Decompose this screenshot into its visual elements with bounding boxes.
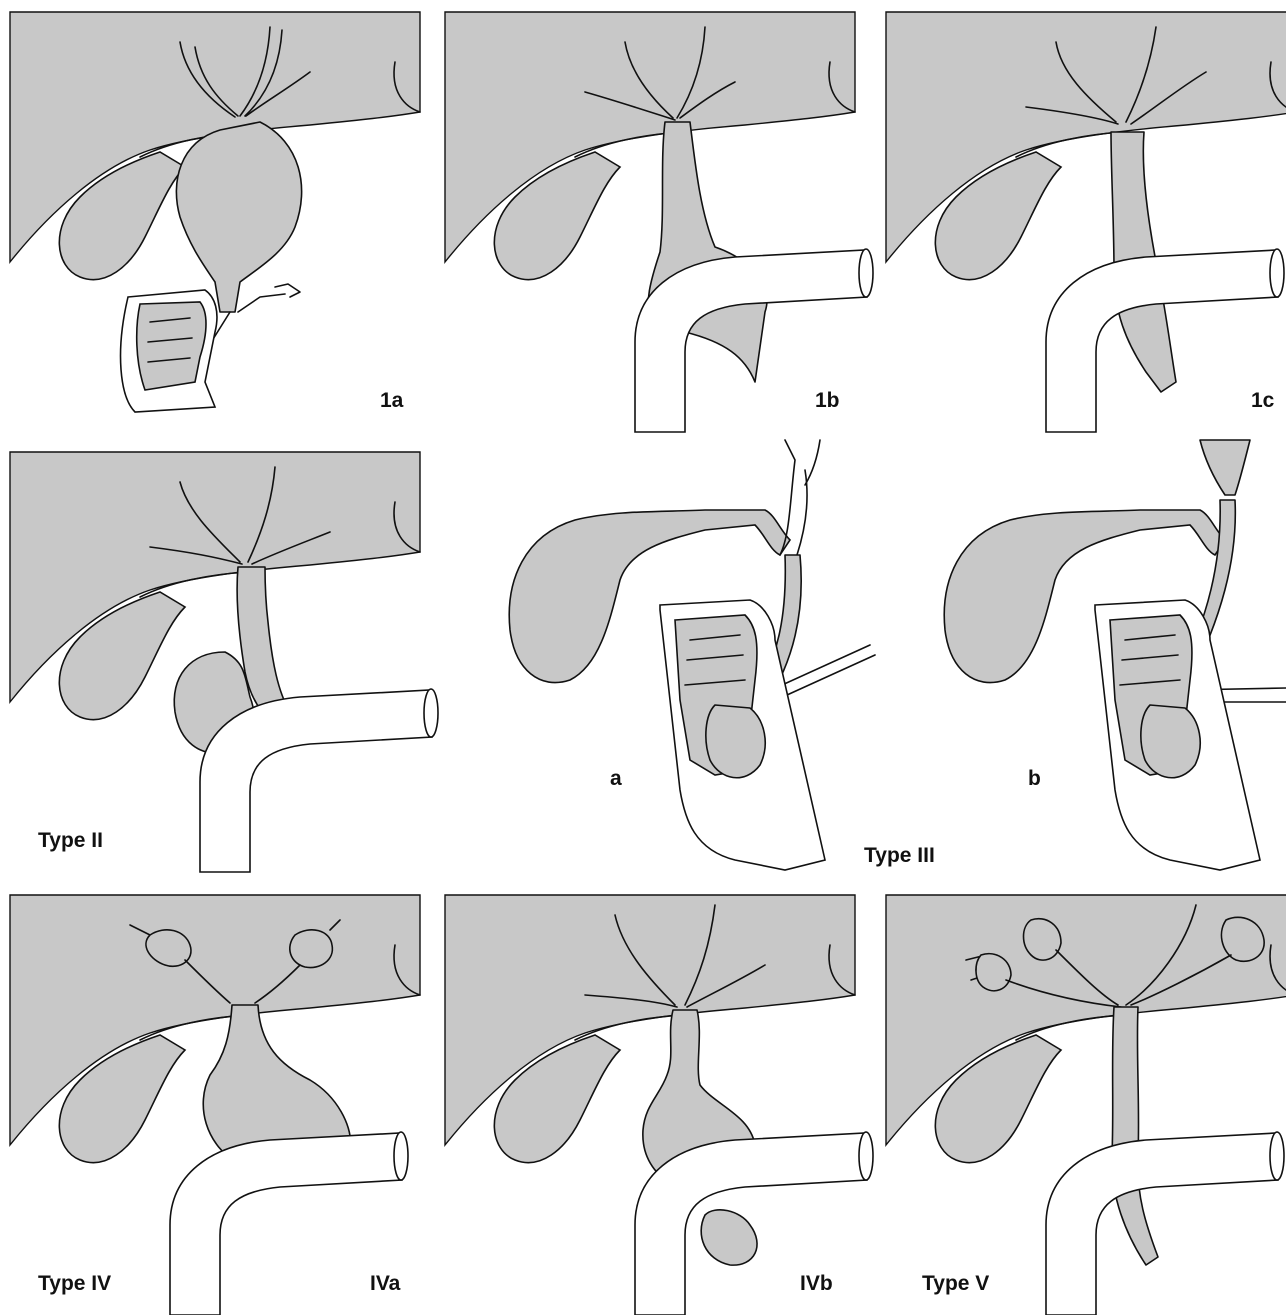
label-1c: 1c <box>1251 389 1275 412</box>
label-type-ii: Type II <box>38 829 103 852</box>
panel-type-ii: Type II <box>10 452 438 872</box>
panel-1b: 1b <box>445 12 873 432</box>
label-ivb: IVb <box>800 1272 833 1295</box>
panel-type-iii-a: a <box>509 440 875 870</box>
label-type-iii: Type III <box>864 844 935 867</box>
label-1b: 1b <box>815 389 840 412</box>
label-type-iv: Type IV <box>38 1272 111 1295</box>
label-iva: IVa <box>370 1272 401 1295</box>
panel-ivb: IVb <box>445 895 873 1315</box>
panel-1c: 1c <box>886 12 1286 432</box>
panel-type-iii-b: b <box>944 440 1286 870</box>
label-type-iii-a: a <box>610 767 622 790</box>
panel-type-v: Type V <box>886 895 1286 1315</box>
label-1a: 1a <box>380 389 404 412</box>
panel-1a: 1a <box>10 12 420 412</box>
panel-type-iva: Type IV IVa <box>10 895 420 1315</box>
label-type-iii-b: b <box>1028 767 1041 790</box>
label-type-v: Type V <box>922 1272 989 1295</box>
